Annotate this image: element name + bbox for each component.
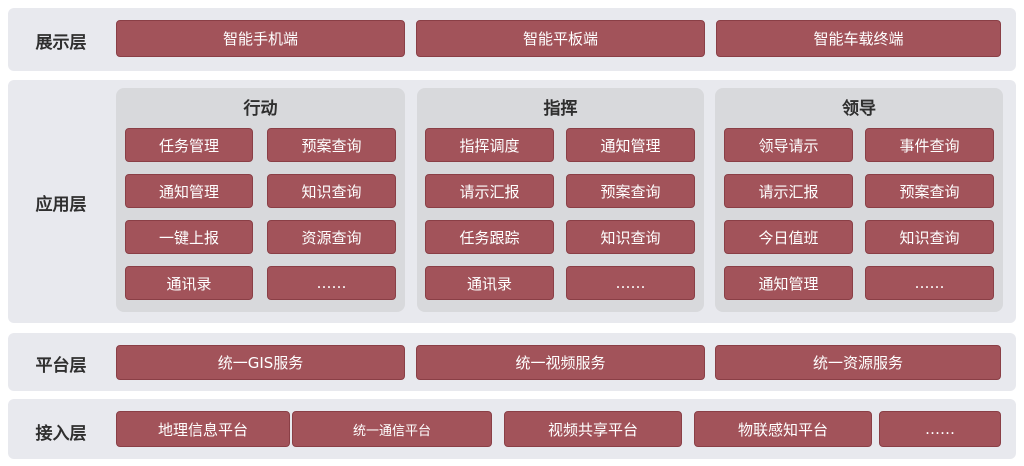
access-item-video: 视频共享平台 xyxy=(504,411,682,447)
app-item: 通知管理 xyxy=(724,266,853,300)
app-item: 预案查询 xyxy=(865,174,994,208)
group-command: 指挥 指挥调度 通知管理 请示汇报 预案查询 任务跟踪 知识查询 通讯录 …… xyxy=(417,88,704,312)
app-item: 任务管理 xyxy=(125,128,253,162)
app-item: 预案查询 xyxy=(267,128,396,162)
group-leader-title: 领导 xyxy=(842,99,876,119)
platform-item-gis: 统一GIS服务 xyxy=(116,345,405,380)
platform-layer-label: 平台层 xyxy=(35,356,87,376)
app-item: 知识查询 xyxy=(267,174,396,208)
display-layer-label: 展示层 xyxy=(35,33,87,53)
app-item: 任务跟踪 xyxy=(425,220,554,254)
access-item-iot: 物联感知平台 xyxy=(694,411,872,447)
app-item: …… xyxy=(865,266,994,300)
application-layer: 应用层 行动 任务管理 预案查询 通知管理 知识查询 一键上报 资源查询 通讯录… xyxy=(8,80,1016,323)
app-item: 通讯录 xyxy=(425,266,554,300)
group-action: 行动 任务管理 预案查询 通知管理 知识查询 一键上报 资源查询 通讯录 …… xyxy=(116,88,405,312)
platform-item-resource: 统一资源服务 xyxy=(715,345,1001,380)
app-item: 指挥调度 xyxy=(425,128,554,162)
app-item: 请示汇报 xyxy=(425,174,554,208)
access-layer: 接入层 地理信息平台 统一通信平台 视频共享平台 物联感知平台 …… xyxy=(8,399,1016,459)
app-item: 预案查询 xyxy=(566,174,695,208)
application-layer-label: 应用层 xyxy=(35,195,87,215)
app-item: 事件查询 xyxy=(865,128,994,162)
app-item: 一键上报 xyxy=(125,220,253,254)
app-item: 知识查询 xyxy=(865,220,994,254)
access-item-geo: 地理信息平台 xyxy=(116,411,290,447)
group-command-title: 指挥 xyxy=(543,99,578,119)
app-item: 知识查询 xyxy=(566,220,695,254)
display-layer: 展示层 智能手机端 智能平板端 智能车载终端 xyxy=(8,8,1016,71)
group-action-title: 行动 xyxy=(243,99,278,119)
app-item: 通知管理 xyxy=(125,174,253,208)
app-item: …… xyxy=(566,266,695,300)
app-item: 通知管理 xyxy=(566,128,695,162)
app-item: 请示汇报 xyxy=(724,174,853,208)
platform-layer: 平台层 统一GIS服务 统一视频服务 统一资源服务 xyxy=(8,333,1016,391)
access-item-more: …… xyxy=(879,411,1001,447)
access-item-comm: 统一通信平台 xyxy=(292,411,492,447)
access-layer-label: 接入层 xyxy=(35,424,87,444)
display-item-vehicle: 智能车载终端 xyxy=(716,20,1001,57)
app-item: …… xyxy=(267,266,396,300)
app-item: 今日值班 xyxy=(724,220,853,254)
app-item: 资源查询 xyxy=(267,220,396,254)
platform-item-video: 统一视频服务 xyxy=(416,345,705,380)
display-item-phone: 智能手机端 xyxy=(116,20,405,57)
app-item: 领导请示 xyxy=(724,128,853,162)
app-item: 通讯录 xyxy=(125,266,253,300)
group-leader: 领导 领导请示 事件查询 请示汇报 预案查询 今日值班 知识查询 通知管理 …… xyxy=(715,88,1003,312)
display-item-tablet: 智能平板端 xyxy=(416,20,705,57)
